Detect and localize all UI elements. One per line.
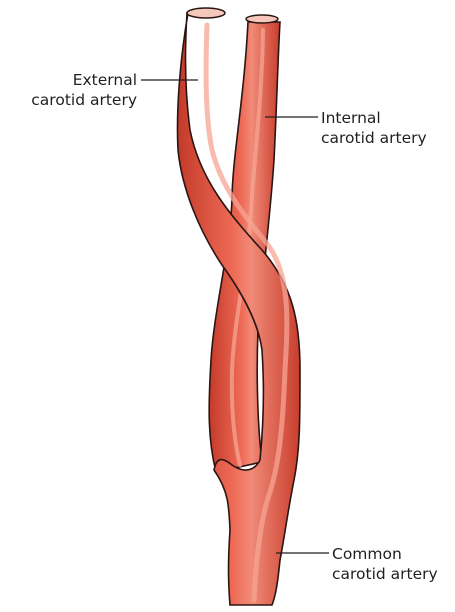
common-carotid-label: Common carotid artery <box>332 544 438 584</box>
common-label-line2: carotid artery <box>332 564 438 584</box>
external-carotid-label: External carotid artery <box>31 70 137 110</box>
internal-label-line1: Internal <box>321 108 427 128</box>
external-label-line1: External <box>31 70 137 90</box>
common-label-line1: Common <box>332 544 438 564</box>
internal-artery-opening <box>246 15 278 23</box>
internal-label-line2: carotid artery <box>321 128 427 148</box>
internal-carotid-label: Internal carotid artery <box>321 108 427 148</box>
external-artery-opening <box>187 8 225 18</box>
external-label-line2: carotid artery <box>31 90 137 110</box>
